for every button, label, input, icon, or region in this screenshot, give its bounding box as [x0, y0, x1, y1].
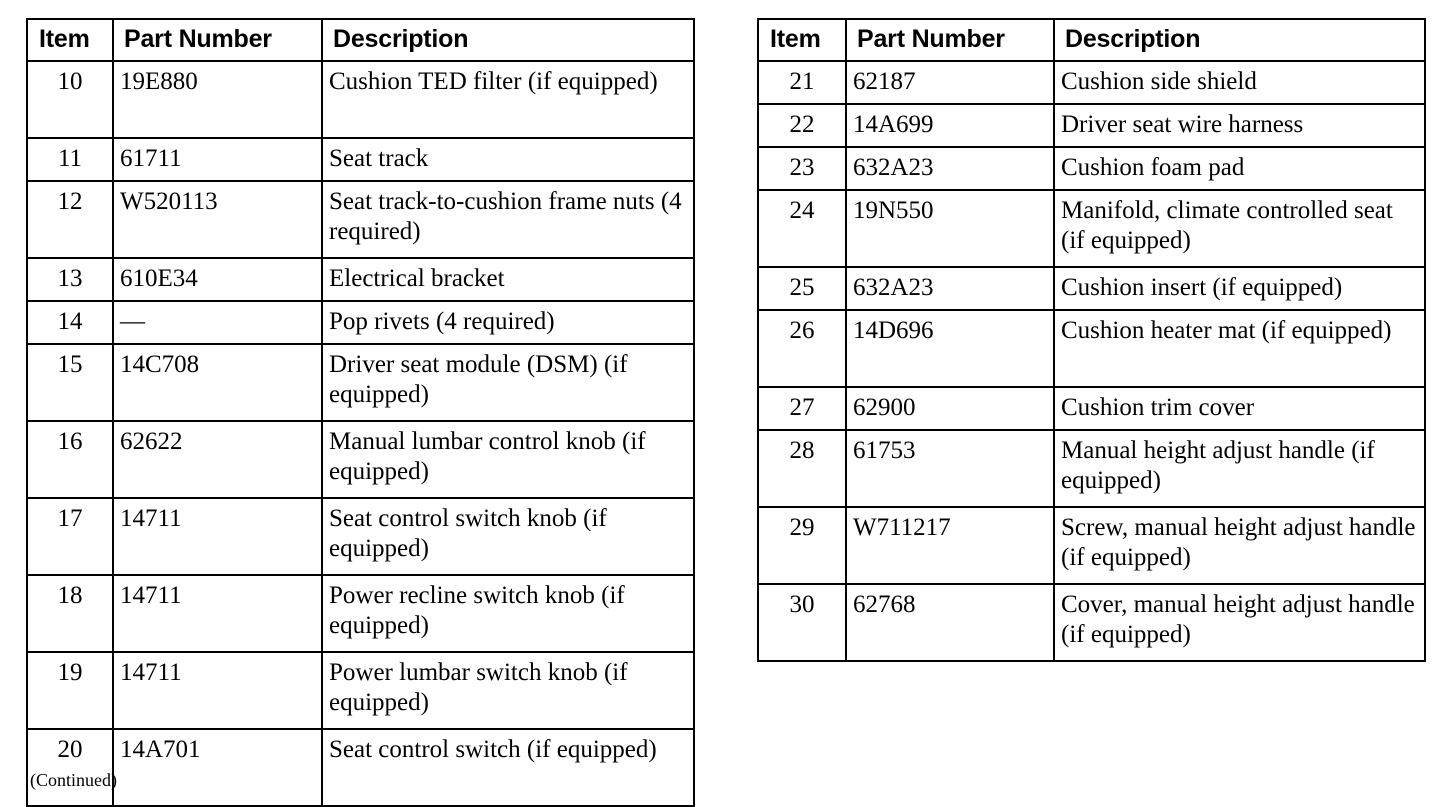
cell-description: Cushion insert (if equipped) [1053, 266, 1426, 311]
table-row: 12 W520113 Seat track-to-cushion frame n… [26, 180, 695, 259]
table-body-right: 21 62187 Cushion side shield 22 14A699 D… [757, 60, 1426, 662]
cell-description: Power lumbar switch knob (if equipped) [321, 651, 695, 730]
table-body-left: 10 19E880 Cushion TED filter (if equippe… [26, 60, 695, 807]
column-header-part-number: Part Number [845, 18, 1055, 62]
cell-part-number: 14711 [112, 574, 323, 653]
cell-item: 12 [26, 180, 114, 259]
cell-part-number: 62187 [845, 60, 1055, 105]
cell-part-number: 61753 [845, 429, 1055, 508]
cell-description: Manual height adjust handle (if equipped… [1053, 429, 1426, 508]
cell-part-number: 62900 [845, 386, 1055, 431]
parts-table-right: Item Part Number Description 21 62187 Cu… [757, 18, 1426, 662]
cell-description: Cushion side shield [1053, 60, 1426, 105]
cell-part-number: 19E880 [112, 60, 323, 139]
table-row: 13 610E34 Electrical bracket [26, 257, 695, 302]
cell-item: 20 [26, 728, 114, 807]
table-row: 14 — Pop rivets (4 required) [26, 300, 695, 345]
cell-part-number: 62622 [112, 420, 323, 499]
table-row: 16 62622 Manual lumbar control knob (if … [26, 420, 695, 499]
table-row: 25 632A23 Cushion insert (if equipped) [757, 266, 1426, 311]
column-header-item: Item [757, 18, 847, 62]
table-row: 27 62900 Cushion trim cover [757, 386, 1426, 431]
cell-item: 11 [26, 137, 114, 182]
cell-part-number: 62768 [845, 583, 1055, 662]
cell-part-number: — [112, 300, 323, 345]
cell-item: 17 [26, 497, 114, 576]
cell-part-number: 14A699 [845, 103, 1055, 148]
cell-part-number: 14711 [112, 651, 323, 730]
cell-item: 28 [757, 429, 847, 508]
cell-item: 30 [757, 583, 847, 662]
column-header-item: Item [26, 18, 114, 62]
cell-part-number: 14C708 [112, 343, 323, 422]
cell-part-number: 14A701 [112, 728, 323, 807]
cell-description: Seat control switch knob (if equipped) [321, 497, 695, 576]
cell-description: Manifold, climate controlled seat (if eq… [1053, 189, 1426, 268]
cell-description: Seat control switch (if equipped) [321, 728, 695, 807]
continued-note: (Continued) [30, 770, 117, 790]
cell-item: 29 [757, 506, 847, 585]
parts-table-left: Item Part Number Description 10 19E880 C… [26, 18, 695, 807]
cell-description: Cushion trim cover [1053, 386, 1426, 431]
cell-part-number: 632A23 [845, 146, 1055, 191]
cell-item: 27 [757, 386, 847, 431]
cell-part-number: W520113 [112, 180, 323, 259]
cell-item: 15 [26, 343, 114, 422]
table-row: 11 61711 Seat track [26, 137, 695, 182]
cell-description: Pop rivets (4 required) [321, 300, 695, 345]
cell-item: 24 [757, 189, 847, 268]
cell-item: 23 [757, 146, 847, 191]
cell-part-number: 14D696 [845, 309, 1055, 388]
cell-description: Cushion foam pad [1053, 146, 1426, 191]
table-header-left: Item Part Number Description [26, 18, 695, 62]
table-row: 10 19E880 Cushion TED filter (if equippe… [26, 60, 695, 139]
table-row: 28 61753 Manual height adjust handle (if… [757, 429, 1426, 508]
table-row: 15 14C708 Driver seat module (DSM) (if e… [26, 343, 695, 422]
table-row: 20 14A701 Seat control switch (if equipp… [26, 728, 695, 807]
column-header-description: Description [1053, 18, 1426, 62]
cell-item: 14 [26, 300, 114, 345]
cell-part-number: 610E34 [112, 257, 323, 302]
cell-description: Power recline switch knob (if equipped) [321, 574, 695, 653]
cell-description: Seat track [321, 137, 695, 182]
column-header-description: Description [321, 18, 695, 62]
cell-description: Driver seat wire harness [1053, 103, 1426, 148]
table-row: 18 14711 Power recline switch knob (if e… [26, 574, 695, 653]
cell-item: 26 [757, 309, 847, 388]
cell-description: Screw, manual height adjust handle (if e… [1053, 506, 1426, 585]
cell-item: 21 [757, 60, 847, 105]
cell-description: Cushion TED filter (if equipped) [321, 60, 695, 139]
cell-description: Electrical bracket [321, 257, 695, 302]
cell-part-number: W711217 [845, 506, 1055, 585]
table-row: 21 62187 Cushion side shield [757, 60, 1426, 105]
cell-part-number: 61711 [112, 137, 323, 182]
table-row: 22 14A699 Driver seat wire harness [757, 103, 1426, 148]
cell-description: Cushion heater mat (if equipped) [1053, 309, 1426, 388]
cell-item: 19 [26, 651, 114, 730]
table-row: 23 632A23 Cushion foam pad [757, 146, 1426, 191]
column-header-part-number: Part Number [112, 18, 323, 62]
header-row: Item Part Number Description [757, 18, 1426, 62]
cell-part-number: 14711 [112, 497, 323, 576]
table-row: 17 14711 Seat control switch knob (if eq… [26, 497, 695, 576]
cell-description: Manual lumbar control knob (if equipped) [321, 420, 695, 499]
cell-description: Seat track-to-cushion frame nuts (4 requ… [321, 180, 695, 259]
cell-item: 13 [26, 257, 114, 302]
header-row: Item Part Number Description [26, 18, 695, 62]
cell-item: 18 [26, 574, 114, 653]
cell-item: 10 [26, 60, 114, 139]
table-row: 29 W711217 Screw, manual height adjust h… [757, 506, 1426, 585]
cell-part-number: 19N550 [845, 189, 1055, 268]
table-row: 19 14711 Power lumbar switch knob (if eq… [26, 651, 695, 730]
table-row: 30 62768 Cover, manual height adjust han… [757, 583, 1426, 662]
cell-part-number: 632A23 [845, 266, 1055, 311]
table-header-right: Item Part Number Description [757, 18, 1426, 62]
cell-item: 16 [26, 420, 114, 499]
cell-item: 22 [757, 103, 847, 148]
cell-description: Cover, manual height adjust handle (if e… [1053, 583, 1426, 662]
table-row: 26 14D696 Cushion heater mat (if equippe… [757, 309, 1426, 388]
cell-item: 25 [757, 266, 847, 311]
table-row: 24 19N550 Manifold, climate controlled s… [757, 189, 1426, 268]
cell-description: Driver seat module (DSM) (if equipped) [321, 343, 695, 422]
